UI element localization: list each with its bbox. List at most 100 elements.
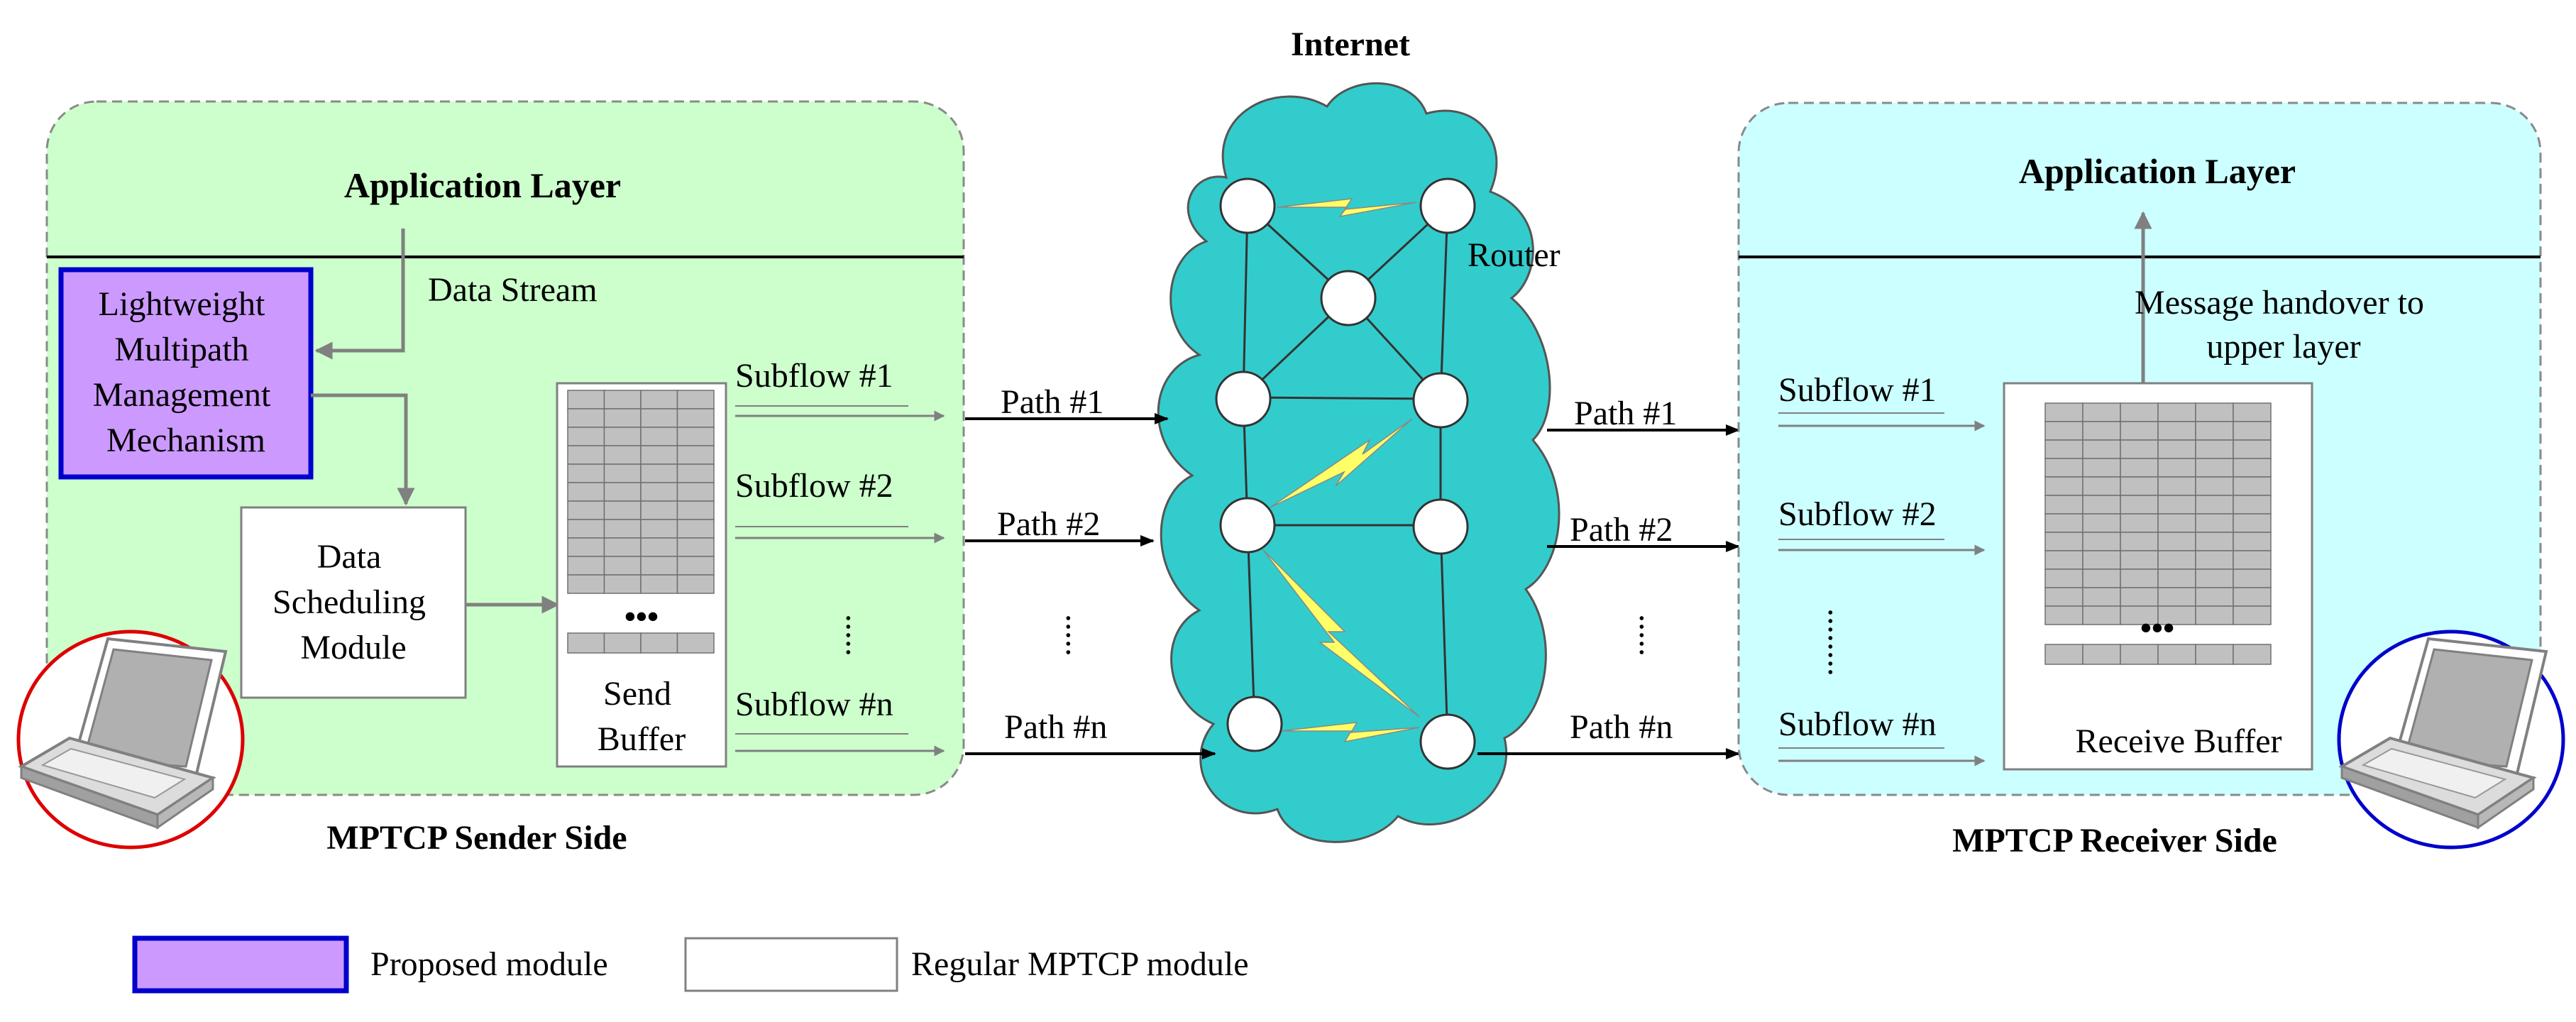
- router-node: [1320, 270, 1377, 326]
- sender-laptop-icon: [16, 630, 245, 850]
- router-node: [1412, 372, 1469, 429]
- buffer-cell: [2195, 402, 2234, 422]
- buffer-cell: [2044, 402, 2084, 422]
- buffer-cell: [676, 519, 715, 539]
- router-node: [1219, 497, 1276, 554]
- buffer-cell: [2120, 605, 2159, 625]
- buffer-cell: [676, 632, 715, 654]
- buffer-cell: [603, 519, 642, 539]
- buffer-cell: [567, 463, 605, 483]
- buffer-cell: [2157, 605, 2196, 625]
- buffer-cell: [2120, 644, 2159, 665]
- buffer-cell: [2157, 568, 2196, 588]
- buffer-cell: [567, 519, 605, 539]
- path-out-1-label: Path #1: [1574, 395, 1677, 432]
- legend-regular-swatch: [684, 937, 898, 992]
- buffer-cell: [567, 556, 605, 576]
- buffer-cell: [640, 390, 678, 410]
- buffer-cell: [640, 427, 678, 446]
- buffer-cell: [676, 427, 715, 446]
- receive-buffer-bottom-row: [2044, 644, 2272, 665]
- sender-subflow-n-label: Subflow #n: [735, 686, 893, 723]
- sender-side-label: MPTCP Sender Side: [326, 819, 627, 857]
- buffer-cell: [2157, 421, 2196, 441]
- buffer-cell: [2082, 513, 2121, 533]
- buffer-cell: [2233, 421, 2272, 441]
- data-stream-label: Data Stream: [428, 271, 598, 309]
- receiver-side-label: MPTCP Receiver Side: [1952, 822, 2277, 859]
- path-in-dots: .....: [1059, 614, 1096, 656]
- buffer-cell: [2195, 495, 2234, 515]
- buffer-cell: [567, 632, 605, 654]
- buffer-cell: [640, 519, 678, 539]
- buffer-cell: [2082, 439, 2121, 459]
- router-node: [1419, 177, 1476, 234]
- buffer-cell: [2044, 550, 2084, 570]
- legend-regular-label: Regular MPTCP module: [911, 945, 1249, 983]
- receiver-subflow-dots: ........: [1821, 608, 1859, 676]
- buffer-cell: [2044, 439, 2084, 459]
- buffer-cell: [2233, 458, 2272, 478]
- sender-application-layer: Application Layer: [344, 165, 621, 205]
- buffer-cell: [2120, 568, 2159, 588]
- buffer-cell: [2082, 421, 2121, 441]
- receiver-application-layer: Application Layer: [2019, 151, 2296, 191]
- buffer-cell: [2120, 532, 2159, 551]
- buffer-cell: [2044, 495, 2084, 515]
- buffer-cell: [2120, 495, 2159, 515]
- buffer-cell: [567, 537, 605, 557]
- buffer-cell: [640, 574, 678, 594]
- buffer-cell: [2195, 458, 2234, 478]
- buffer-cell: [2082, 495, 2121, 515]
- buffer-cell: [640, 556, 678, 576]
- receiver-subflow-n-label: Subflow #n: [1778, 705, 1937, 743]
- buffer-cell: [2082, 644, 2121, 665]
- buffer-cell: [2120, 439, 2159, 459]
- router-node: [1419, 713, 1476, 770]
- buffer-cell: [2120, 513, 2159, 533]
- buffer-cell: [2233, 439, 2272, 459]
- buffer-cell: [2233, 550, 2272, 570]
- buffer-cell: [2120, 476, 2159, 496]
- buffer-cell: [603, 632, 642, 654]
- buffer-cell: [603, 537, 642, 557]
- buffer-cell: [2044, 476, 2084, 496]
- buffer-cell: [603, 427, 642, 446]
- buffer-cell: [640, 408, 678, 428]
- buffer-cell: [640, 445, 678, 465]
- buffer-cell: [676, 390, 715, 410]
- buffer-cell: [2082, 532, 2121, 551]
- buffer-cell: [2044, 644, 2084, 665]
- buffer-cell: [603, 574, 642, 594]
- buffer-cell: [2044, 458, 2084, 478]
- buffer-cell: [2044, 568, 2084, 588]
- buffer-cell: [676, 482, 715, 502]
- buffer-cell: [2157, 458, 2196, 478]
- buffer-cell: [676, 408, 715, 428]
- proposed-module-label: Lightweight Multipath Management Mechani…: [93, 285, 280, 459]
- receive-buffer-grid: [2044, 402, 2272, 625]
- buffer-cell: [2082, 458, 2121, 478]
- internet-cloud: Router: [1157, 82, 1561, 843]
- buffer-cell: [603, 463, 642, 483]
- legend-proposed-label: Proposed module: [370, 945, 608, 983]
- buffer-cell: [2120, 550, 2159, 570]
- buffer-cell: [2195, 476, 2234, 496]
- handover-label: Message handover to upper layer: [2135, 284, 2433, 366]
- buffer-cell: [2082, 402, 2121, 422]
- path-in-n-label: Path #n: [1004, 708, 1107, 746]
- buffer-cell: [2044, 421, 2084, 441]
- buffer-cell: [2233, 605, 2272, 625]
- lightning-links: [1262, 198, 1420, 743]
- buffer-cell: [2157, 513, 2196, 533]
- buffer-cell: [567, 445, 605, 465]
- path-out-n-label: Path #n: [1570, 708, 1673, 746]
- buffer-cell: [2233, 587, 2272, 607]
- router-node: [1412, 498, 1469, 555]
- buffer-cell: [2157, 402, 2196, 422]
- receiver-subflow-1-label: Subflow #1: [1778, 371, 1937, 409]
- buffer-cell: [2233, 495, 2272, 515]
- buffer-cell: [2082, 550, 2121, 570]
- buffer-cell: [603, 482, 642, 502]
- buffer-cell: [603, 408, 642, 428]
